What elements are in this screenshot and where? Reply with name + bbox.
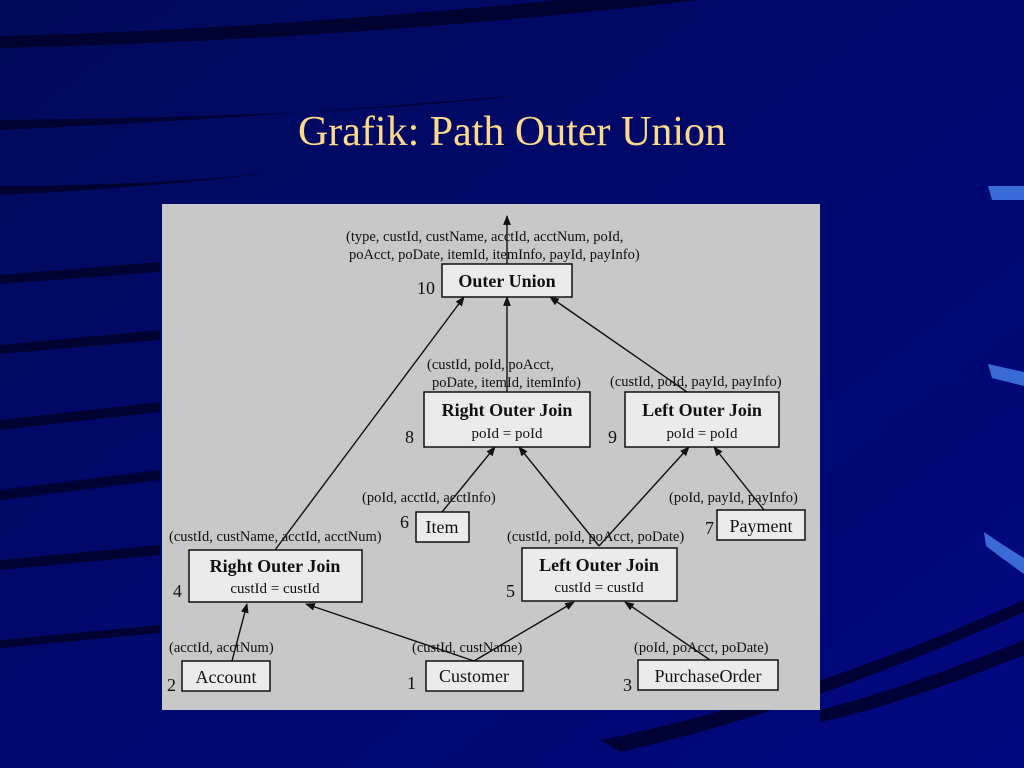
node-5-number: 5 [506, 581, 515, 601]
node-6-number: 6 [400, 512, 409, 532]
edge-7-to-9 [713, 446, 765, 511]
edge-4-to-10 [274, 296, 465, 551]
annotation-8-line1: (custId, poId, poAcct, [427, 357, 554, 373]
node-left-outer-join-5: Left Outer Join custId = custId 5 [506, 547, 678, 602]
annotation-8-line2: poDate, itemId, itemInfo) [432, 375, 581, 391]
edge-5-to-8 [518, 446, 600, 547]
node-8-condition: poId = poId [472, 426, 543, 442]
annotation-5: (custId, poId, poAcct, poDate) [507, 529, 684, 545]
node-10-label: Outer Union [458, 271, 555, 291]
edge-3-to-5 [624, 601, 711, 661]
node-account: Account 2 [167, 660, 271, 695]
edge-2-to-4 [231, 603, 249, 662]
edge-6-to-8 [441, 446, 496, 513]
node-8-label: Right Outer Join [442, 400, 573, 420]
node-8-number: 8 [405, 427, 414, 447]
annotation-10-line2: poAcct, poDate, itemId, itemInfo, payId,… [349, 247, 640, 263]
node-item: Item 6 [400, 511, 470, 543]
node-left-outer-join-9: Left Outer Join poId = poId 9 [608, 391, 780, 448]
node-4-label: Right Outer Join [210, 556, 341, 576]
node-right-outer-join-8: Right Outer Join poId = poId 8 [405, 391, 591, 448]
schema-annotations: (type, custId, custName, acctId, acctNum… [169, 229, 798, 656]
node-2-label: Account [196, 667, 257, 687]
node-5-label: Left Outer Join [539, 555, 659, 575]
node-7-label: Payment [730, 516, 793, 536]
annotation-2: (acctId, acctNum) [169, 640, 274, 656]
node-right-outer-join-4: Right Outer Join custId = custId 4 [173, 549, 363, 603]
node-2-number: 2 [167, 675, 176, 695]
node-payment: Payment 7 [705, 509, 806, 541]
node-5-condition: custId = custId [554, 580, 644, 596]
node-9-condition: poId = poId [667, 426, 738, 442]
edges [231, 215, 765, 662]
annotation-10-line1: (type, custId, custName, acctId, acctNum… [346, 229, 623, 245]
node-9-label: Left Outer Join [642, 400, 762, 420]
decorative-bars-right [984, 186, 1024, 574]
annotation-9: (custId, poId, payId, payInfo) [610, 374, 782, 390]
edge-1-to-4 [305, 603, 475, 662]
annotation-4: (custId, custName, acctId, acctNum) [169, 529, 382, 545]
annotation-1: (custId, custName) [412, 640, 522, 656]
node-10-number: 10 [417, 278, 435, 298]
edge-1-to-5 [473, 601, 575, 662]
node-customer: Customer 1 [407, 660, 524, 693]
background-stripes [0, 0, 1024, 752]
node-outer-union: Outer Union 10 [417, 263, 573, 298]
node-3-number: 3 [623, 675, 632, 695]
node-1-number: 1 [407, 673, 416, 693]
annotation-3: (poId, poAcct, poDate) [634, 640, 769, 656]
node-4-condition: custId = custId [230, 581, 320, 597]
node-3-label: PurchaseOrder [655, 666, 762, 686]
edge-9-to-10 [549, 296, 688, 393]
annotation-7: (poId, payId, payInfo) [669, 490, 798, 506]
annotation-6: (poId, acctId, acctInfo) [362, 490, 496, 506]
node-9-number: 9 [608, 427, 617, 447]
node-6-label: Item [426, 517, 459, 537]
node-1-label: Customer [439, 666, 509, 686]
node-purchaseorder: PurchaseOrder 3 [623, 659, 779, 695]
node-7-number: 7 [705, 518, 714, 538]
node-4-number: 4 [173, 581, 182, 601]
slide-title: Grafik: Path Outer Union [297, 109, 727, 155]
path-outer-union-diagram: Outer Union 10 Right Outer Join poId = p… [162, 204, 820, 710]
edge-5-to-9 [598, 446, 690, 547]
